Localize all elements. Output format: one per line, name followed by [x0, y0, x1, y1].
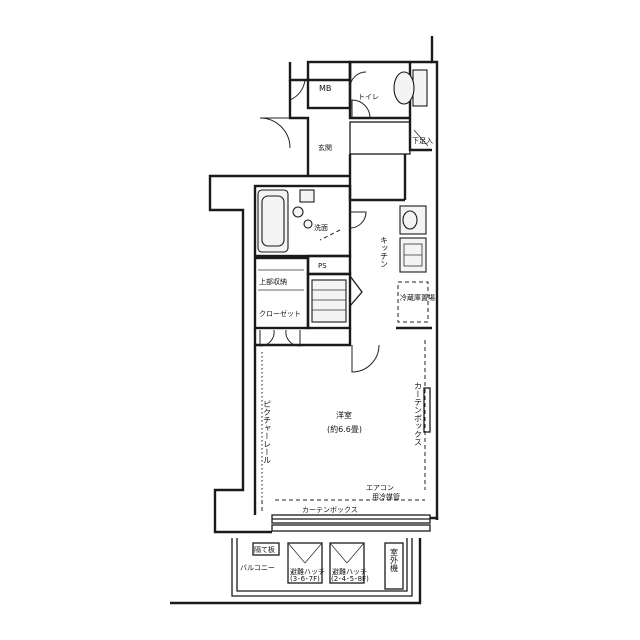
entrance-label: 玄関	[318, 143, 332, 152]
curtain-box-side-label: カーテンボックス	[414, 382, 423, 446]
western-room-label: 洋室	[336, 410, 352, 420]
fixtures	[257, 69, 429, 323]
closet-label: クローゼット	[259, 309, 301, 318]
rescue-hatch-right-label: 避難ハッチ	[332, 567, 367, 576]
window	[271, 514, 431, 532]
aircon-sub-label: 用冷媒管	[372, 492, 400, 501]
storage-upper-label: 上部収納	[259, 277, 287, 286]
rescue-hatches	[252, 542, 404, 590]
rescue-hatch-left-floors: (3･6･7F)	[290, 575, 320, 583]
toilet-label: トイレ	[358, 93, 379, 101]
western-room-size-label: (約6.6畳)	[327, 424, 362, 434]
doors	[259, 71, 380, 373]
rescue-hatch-left-label: 避難ハッチ	[290, 567, 325, 576]
balcony-label: バルコニー	[240, 564, 275, 572]
guides	[261, 199, 431, 512]
aircon-label: エアコン	[366, 484, 394, 492]
shoe-box-label: 下足入	[412, 137, 433, 145]
curtain-box-bottom-label: カーテンボックス	[302, 506, 358, 514]
labels: MB トイレ 下足入 玄関 洗面 PS キッチン 上部収納 クローゼット 冷蔵庫…	[240, 84, 435, 583]
mb-label: MB	[319, 84, 331, 93]
partition-right-label: 室外機	[390, 547, 399, 573]
outer-walls	[170, 36, 439, 605]
partition-left-label: 隔て板	[254, 545, 275, 554]
fridge-label: 冷蔵庫置場	[400, 293, 435, 302]
interior-walls	[253, 60, 432, 515]
kitchen-label: キッチン	[380, 236, 389, 268]
rescue-hatch-right-floors: (2･4･5･8F)	[331, 575, 369, 583]
ps-label: PS	[318, 262, 327, 270]
washroom-label: 洗面	[314, 223, 328, 232]
picture-rail-label: ピクチャーレール	[263, 400, 272, 464]
